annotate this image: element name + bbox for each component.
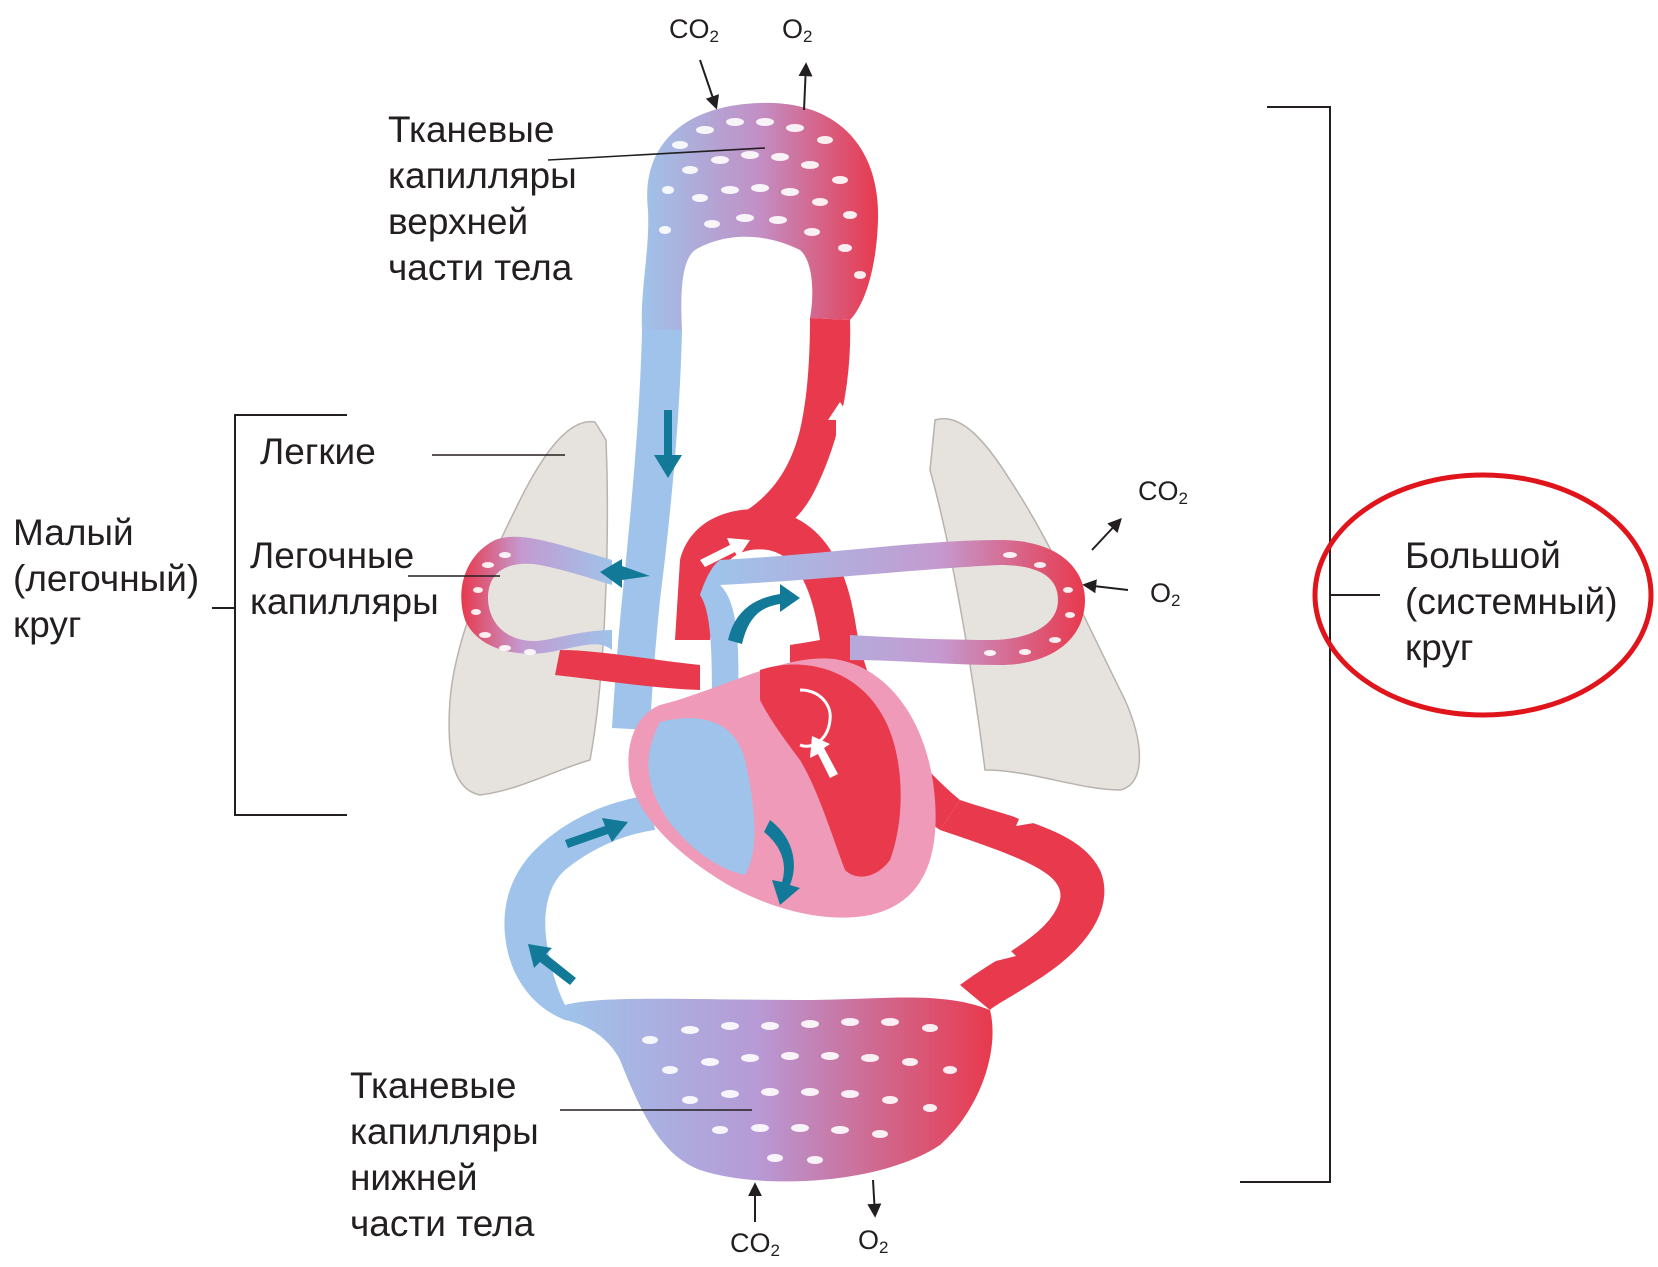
o2-label-bottom: O2 <box>858 1225 888 1258</box>
co2-label-top: CO2 <box>669 14 719 47</box>
upper-capillary-bed <box>642 103 878 330</box>
descending-aorta <box>940 800 1104 1010</box>
lungs-label: Легкие <box>260 429 376 475</box>
co2-label-right: CO2 <box>1138 476 1188 509</box>
pulmonary-capillaries-label: Легочные капилляры <box>250 533 439 625</box>
upper-capillaries-label: Тканевые капилляры верхней части тела <box>388 107 577 291</box>
systemic-circuit-label: Большой (системный) круг <box>1405 533 1618 671</box>
o2-label-right: O2 <box>1150 578 1180 611</box>
inferior-vena-cava <box>504 795 655 1020</box>
right-lung <box>930 419 1139 790</box>
systemic-circuit-bracket <box>1240 107 1380 1182</box>
lower-capillaries-label: Тканевые капилляры нижней части тела <box>350 1063 539 1247</box>
co2-label-bottom: CO2 <box>730 1228 780 1261</box>
o2-label-top: O2 <box>782 14 812 47</box>
aorta-ascending-upper <box>730 318 850 540</box>
pulmonary-circuit-label: Малый (легочный) круг <box>13 510 199 648</box>
